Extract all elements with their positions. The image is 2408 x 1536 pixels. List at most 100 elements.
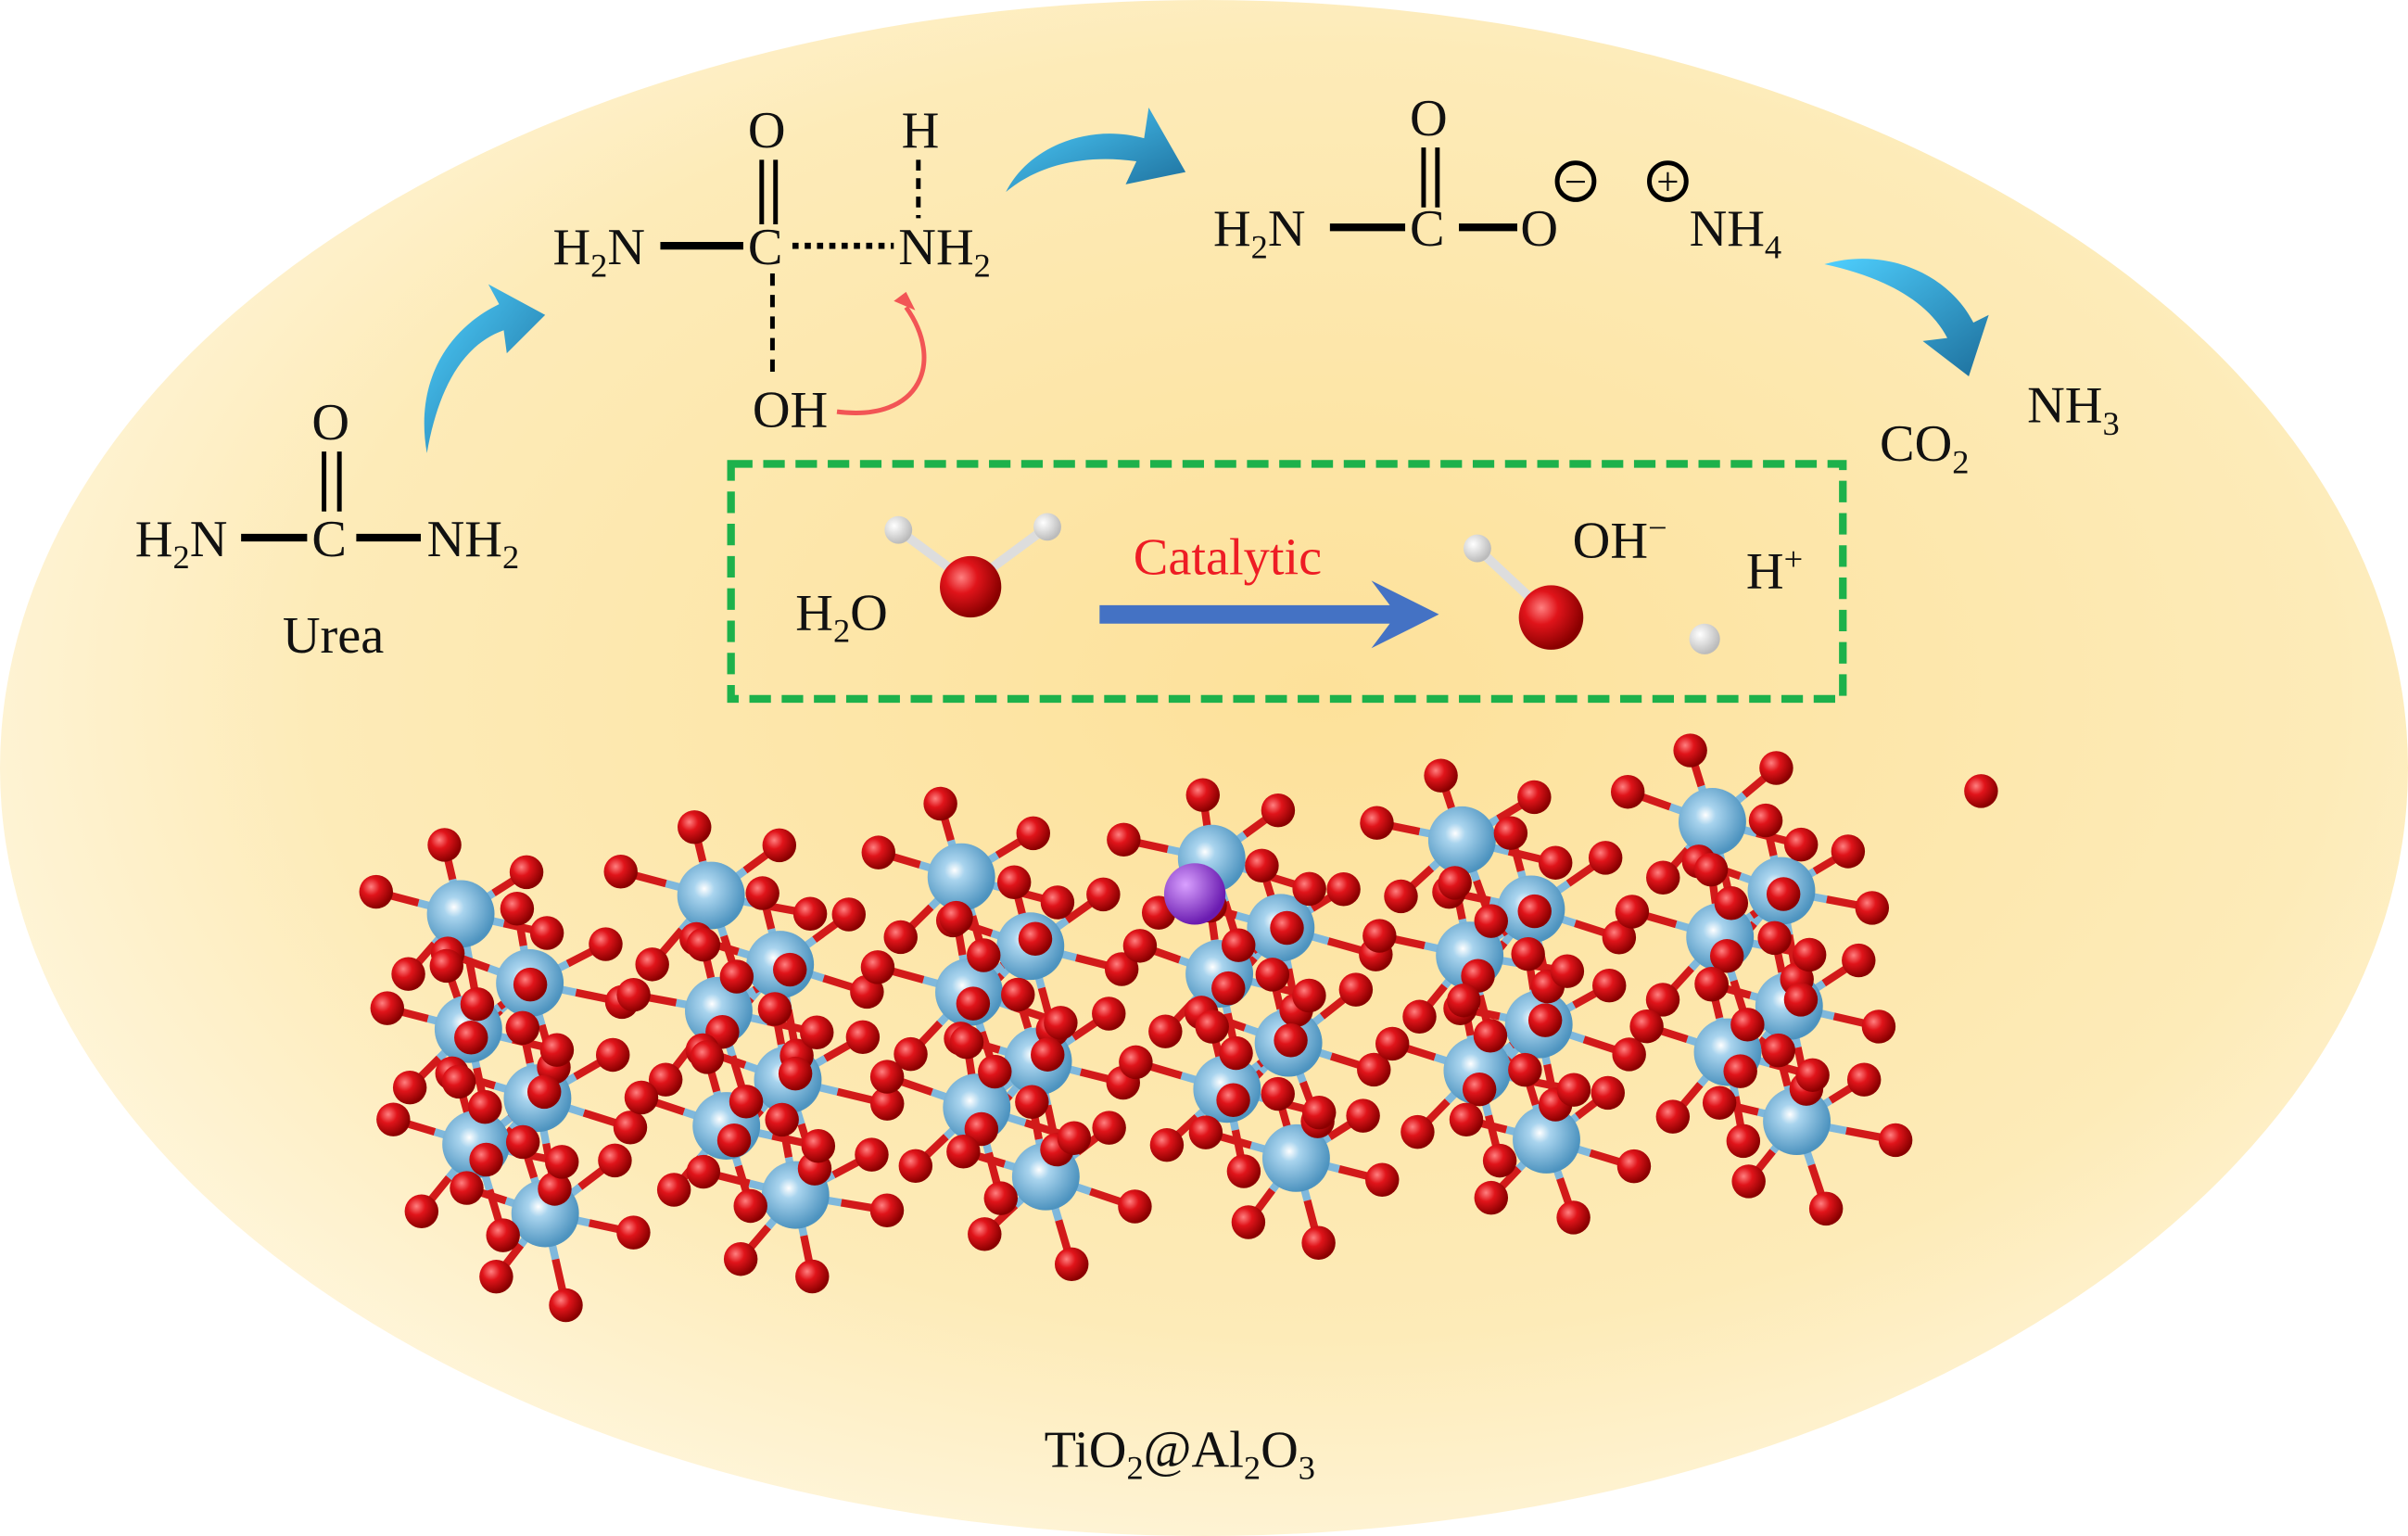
o-atom-icon bbox=[860, 950, 895, 984]
o-atom-icon bbox=[1270, 910, 1304, 946]
o-atom-icon bbox=[1292, 871, 1326, 907]
int-o: O bbox=[748, 102, 786, 159]
o-atom-icon bbox=[1346, 1098, 1380, 1133]
o-atom-icon bbox=[946, 1135, 981, 1169]
o-atom-icon bbox=[1831, 834, 1866, 869]
o-atom-icon bbox=[757, 992, 792, 1026]
o-atom-icon bbox=[1602, 920, 1637, 955]
o-atom-icon bbox=[1301, 1225, 1336, 1260]
o-atom-icon bbox=[762, 828, 797, 863]
int-h2n: H2N bbox=[552, 219, 645, 284]
o-atom-icon bbox=[1044, 1006, 1078, 1040]
proton-icon bbox=[1689, 623, 1720, 654]
h-plus-label: H+ bbox=[1746, 540, 1803, 601]
negative-charge-icon bbox=[1554, 160, 1597, 202]
o-atom-icon bbox=[1714, 886, 1749, 920]
o-atom-icon bbox=[1447, 983, 1481, 1018]
o-atom-icon bbox=[1591, 1075, 1625, 1111]
o-atom-icon bbox=[861, 835, 896, 870]
o-atom-icon bbox=[898, 1149, 933, 1184]
o-atom-icon bbox=[1861, 1009, 1896, 1044]
o-atom-icon bbox=[1783, 983, 1819, 1017]
o-atom-icon bbox=[1702, 1085, 1737, 1120]
o-atom-icon bbox=[656, 1173, 691, 1207]
o-atom-icon bbox=[404, 1194, 439, 1228]
urea-c: C bbox=[311, 511, 347, 568]
o-atom-icon bbox=[469, 1142, 503, 1177]
o-atom-icon bbox=[1726, 1123, 1761, 1159]
o-atom-icon bbox=[486, 1218, 520, 1252]
o-atom-icon bbox=[745, 876, 779, 910]
o-atom-icon bbox=[1338, 972, 1374, 1007]
o-atom-icon bbox=[923, 786, 957, 821]
o-atom-icon bbox=[1301, 1095, 1337, 1130]
o-atom-icon bbox=[1846, 1062, 1882, 1097]
ti-atom-icon bbox=[1427, 806, 1496, 874]
o-atom-icon bbox=[883, 920, 918, 955]
o-atom-icon bbox=[686, 1154, 721, 1189]
o-atom-icon bbox=[800, 1015, 834, 1049]
ti-atom-icon bbox=[927, 843, 995, 911]
urea-label: Urea bbox=[283, 607, 384, 665]
o-atom-icon bbox=[967, 938, 1001, 972]
o-atom-icon bbox=[1591, 968, 1627, 1003]
o-atom-icon bbox=[1556, 1200, 1591, 1235]
o-atom-icon bbox=[1527, 1003, 1563, 1037]
o-atom-icon bbox=[1508, 1052, 1542, 1087]
o-atom-icon bbox=[1149, 1127, 1185, 1162]
o-atom-icon bbox=[1511, 936, 1545, 971]
intermediate-molecule: O H H2N C NH2 OH bbox=[552, 102, 990, 439]
o-atom-icon bbox=[613, 1111, 648, 1145]
int-c: C bbox=[748, 219, 783, 276]
o-atom-icon bbox=[1616, 1149, 1652, 1184]
o-atom-icon bbox=[1274, 1023, 1308, 1058]
ti-atom-icon bbox=[1513, 1106, 1580, 1174]
o-atom-icon bbox=[1842, 943, 1876, 978]
o-atom-icon bbox=[855, 1137, 889, 1172]
o-atom-icon bbox=[1730, 1008, 1765, 1042]
o-atom-icon bbox=[1629, 1009, 1664, 1044]
o-atom-icon bbox=[1449, 1102, 1484, 1137]
o-atom-icon bbox=[978, 1054, 1012, 1089]
o-atom-icon bbox=[1759, 751, 1793, 785]
o-atom-icon bbox=[1040, 885, 1075, 920]
o-atom-icon bbox=[996, 865, 1032, 899]
o-atom-icon bbox=[1723, 1054, 1757, 1088]
h2o-label: H2O bbox=[795, 584, 888, 649]
o-atom-icon bbox=[772, 952, 807, 987]
reaction-arrow-icon bbox=[1099, 580, 1439, 649]
o-atom-icon bbox=[729, 1085, 764, 1119]
o-atom-icon bbox=[1424, 758, 1458, 793]
ti-atom-icon bbox=[677, 861, 745, 930]
o-atom-icon bbox=[686, 927, 721, 962]
int-h: H bbox=[902, 102, 940, 159]
o-atom-icon bbox=[939, 900, 973, 935]
ti-atom-icon bbox=[1678, 788, 1746, 856]
o-atom-icon bbox=[460, 987, 495, 1022]
o-atom-icon bbox=[1018, 921, 1053, 956]
o-atom-icon bbox=[1104, 952, 1139, 986]
o-atom-icon bbox=[359, 874, 394, 909]
o-atom-icon bbox=[549, 1288, 583, 1323]
o-atom-icon bbox=[1031, 1037, 1065, 1072]
o-atom-icon bbox=[1473, 1019, 1508, 1053]
water-dissociation-box: H2O Catalytic OH− H+ bbox=[727, 460, 1847, 704]
o-atom-icon bbox=[376, 1102, 411, 1136]
carb-o-top: O bbox=[1410, 90, 1448, 147]
o-atom-icon bbox=[1211, 971, 1246, 1006]
o-atom-icon bbox=[1655, 1099, 1691, 1134]
o-atom-icon bbox=[1015, 1085, 1049, 1119]
o-atom-icon bbox=[505, 1124, 540, 1160]
o-atom-icon bbox=[1357, 1052, 1391, 1087]
o-atom-icon bbox=[1054, 1247, 1089, 1282]
o-atom-icon bbox=[795, 1259, 830, 1294]
o-atom-icon bbox=[1231, 1205, 1266, 1239]
positive-charge-icon bbox=[1647, 160, 1689, 202]
ti-atom-icon bbox=[1763, 1087, 1831, 1156]
o-atom-icon bbox=[624, 1080, 659, 1115]
o-atom-icon bbox=[1588, 841, 1623, 875]
o-atom-icon bbox=[513, 967, 548, 1002]
o-atom-icon bbox=[869, 1060, 905, 1094]
o-atom-icon bbox=[1362, 919, 1397, 953]
carb-o: O bbox=[1520, 200, 1558, 258]
